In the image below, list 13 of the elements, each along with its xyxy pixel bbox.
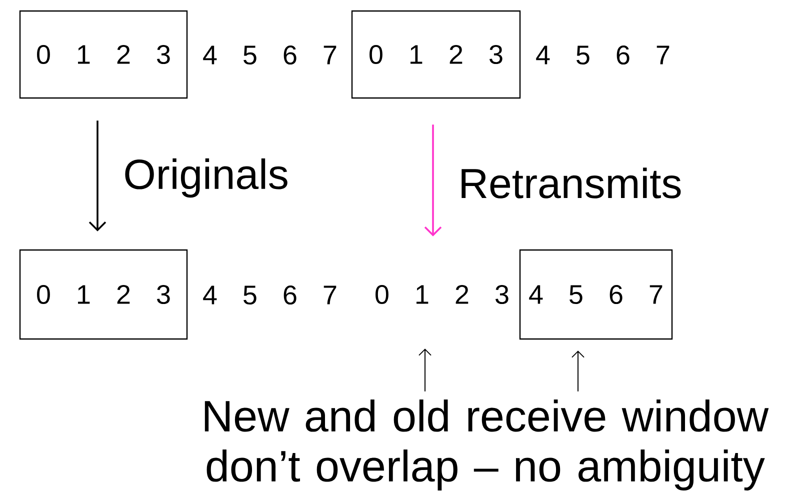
arrow xyxy=(88,120,106,232)
sequence-box: 0 1 2 3 xyxy=(19,249,188,340)
arrow xyxy=(424,124,442,236)
edge-label: Originals xyxy=(125,158,288,198)
sequence-numbers: 0 1 2 3 xyxy=(376,284,508,304)
sequence-numbers: 4 5 6 7 xyxy=(203,45,336,65)
edge-label: Retransmits xyxy=(462,168,681,198)
sequence-box: 0 1 2 3 xyxy=(351,10,521,99)
caption-text: New and old receive window don’t overlap – no ambiguity xyxy=(204,400,769,490)
sequence-box: 4 5 6 7 xyxy=(519,249,673,340)
leader-line xyxy=(418,348,432,392)
leader-line xyxy=(572,350,584,392)
sequence-box: 0 1 2 3 xyxy=(19,10,188,99)
